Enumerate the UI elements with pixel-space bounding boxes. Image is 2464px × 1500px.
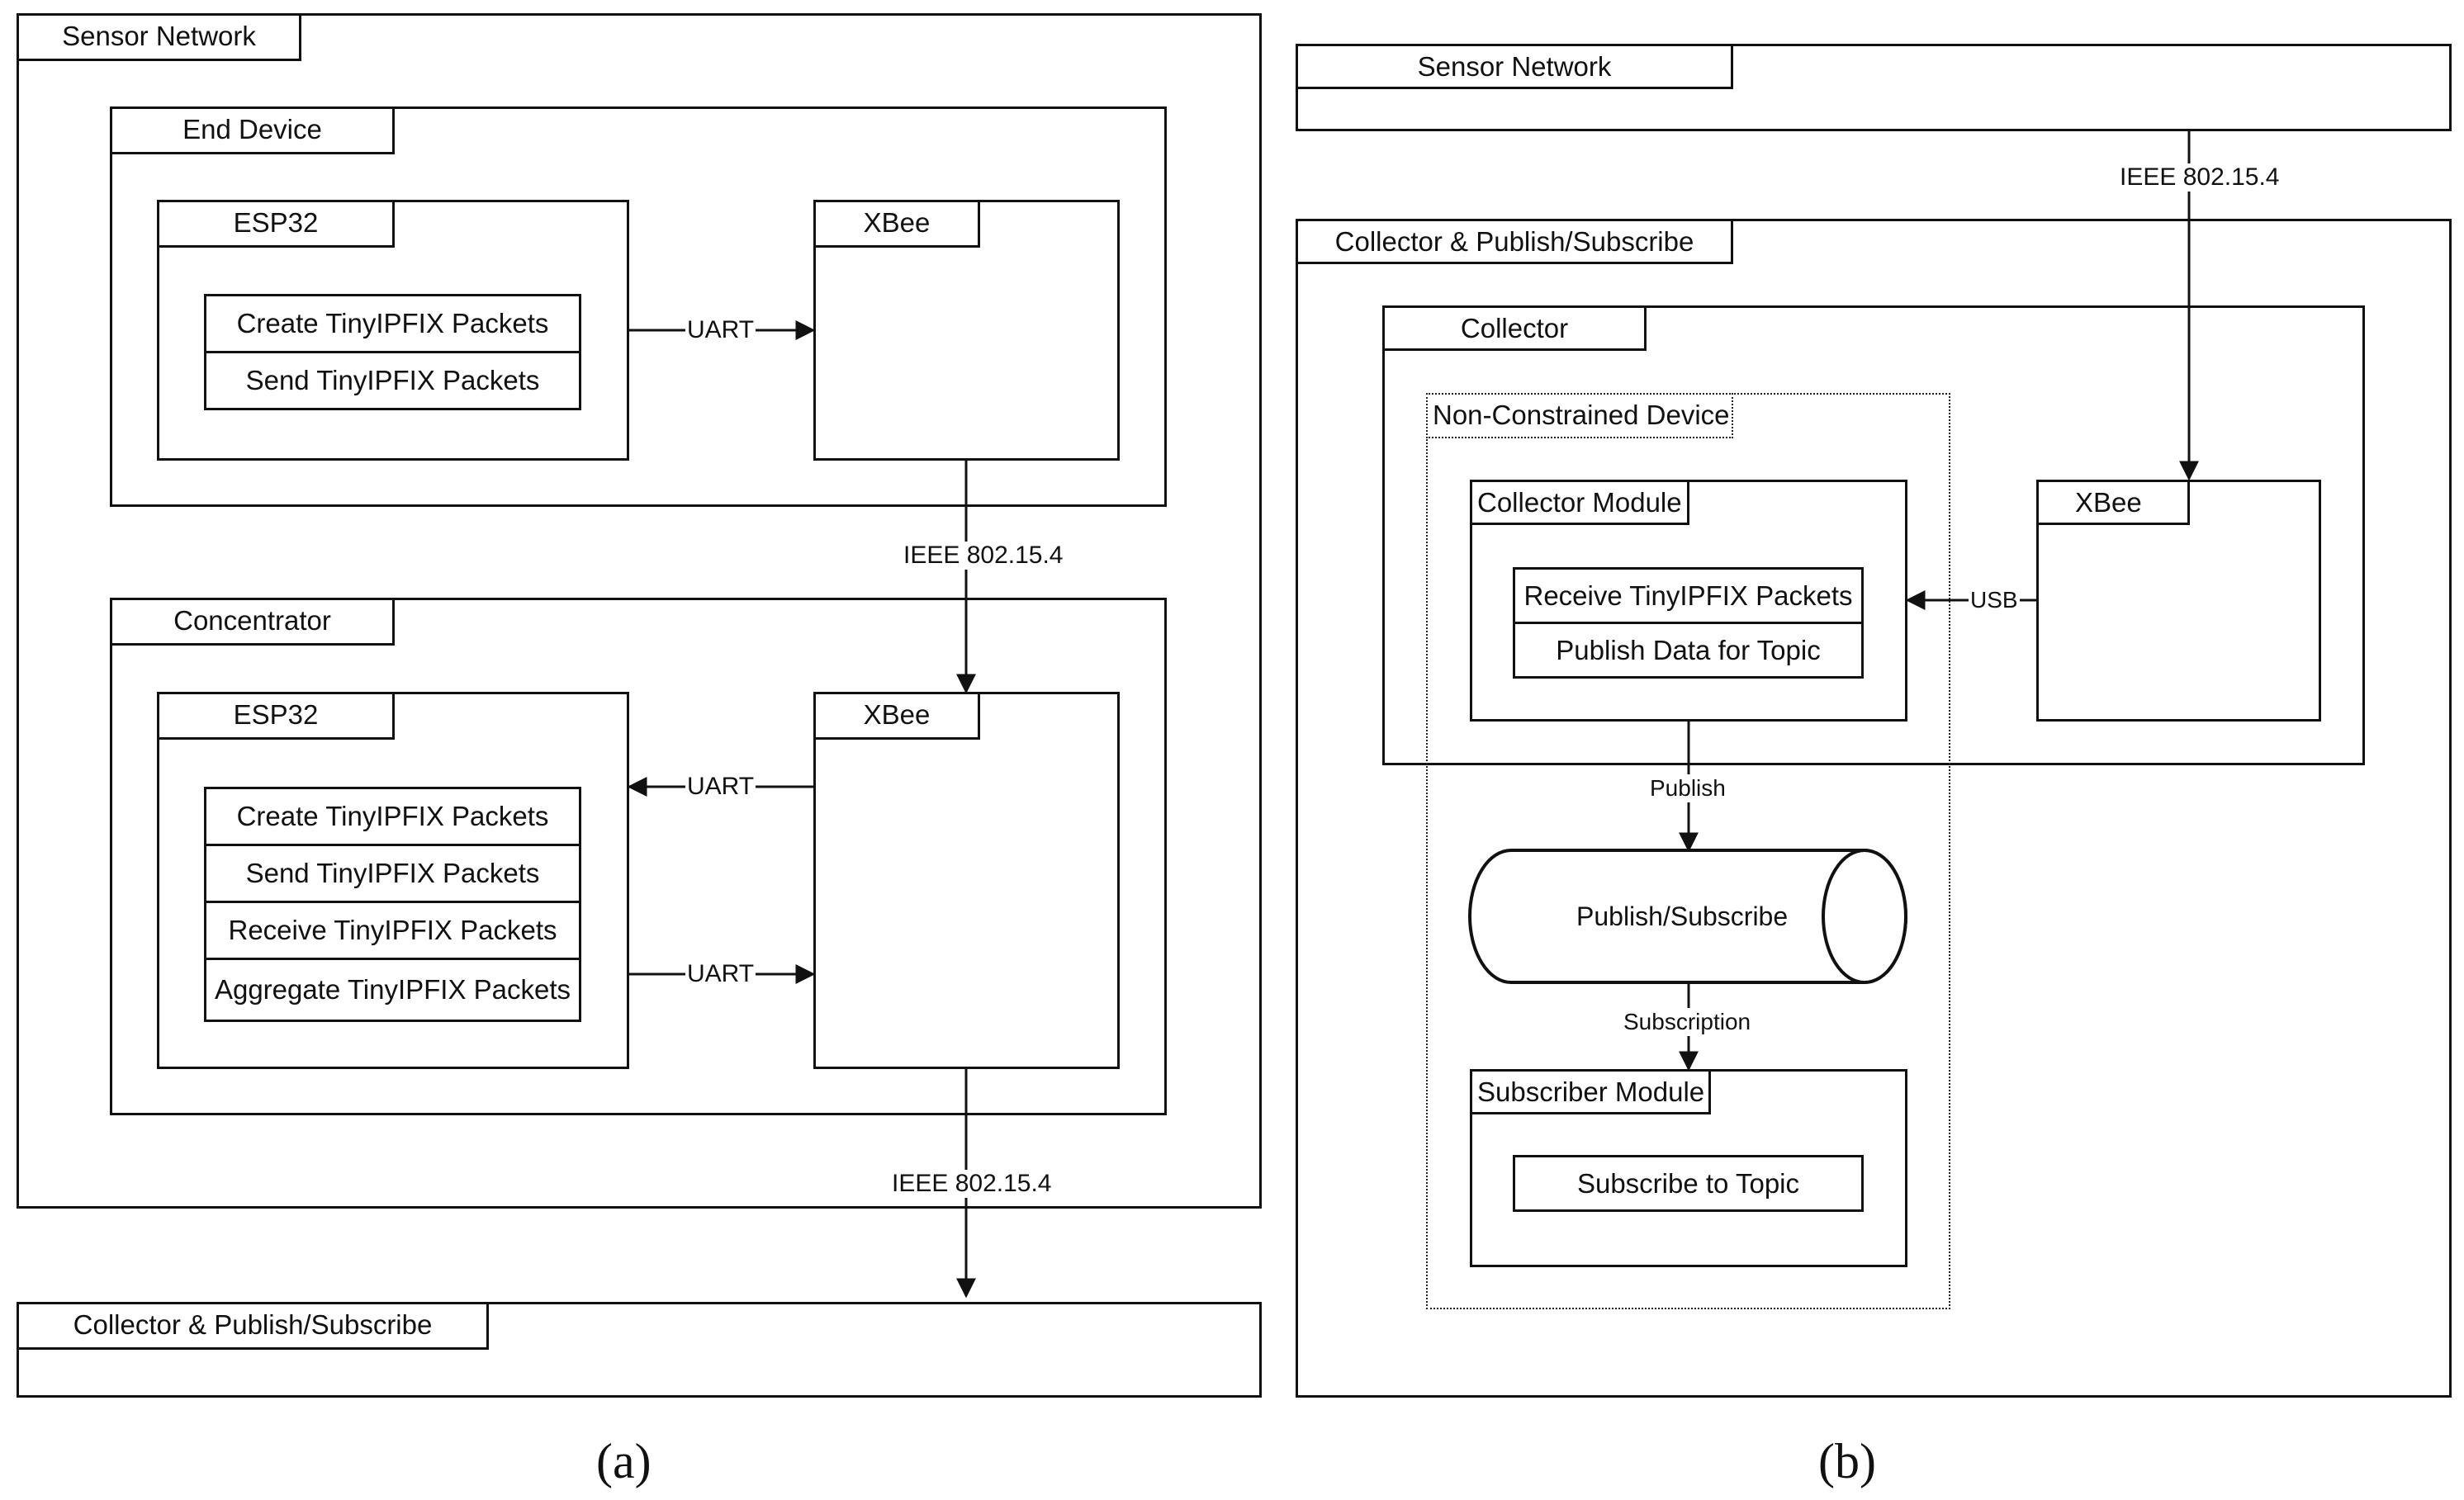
op-send-packets-end: Send TinyIPFIX Packets [204,351,581,410]
collector-module-title: Collector Module [1470,480,1689,525]
op-send-packets-conc: Send TinyIPFIX Packets [204,844,581,903]
collector-pubsub-b: Collector & Publish/Subscribe [1296,219,2452,1398]
end-device-xbee: XBee [813,200,1120,461]
concentrator-xbee: XBee [813,692,1120,1069]
caption-a: (a) [596,1434,652,1488]
concentrator-esp32-title: ESP32 [157,692,395,740]
collector-xbee-title: XBee [2036,480,2190,525]
pubsub-cylinder [1468,849,1907,984]
subscriber-module: Subscriber Module [1470,1069,1907,1267]
concentrator-esp32: ESP32 [157,692,629,1069]
end-device-esp32-title: ESP32 [157,200,395,248]
collector-pubsub-b-title: Collector & Publish/Subscribe [1296,219,1733,264]
end-device-title: End Device [110,106,395,154]
end-device: End Device [110,106,1167,507]
concentrator-title: Concentrator [110,598,395,646]
op-subscribe-topic: Subscribe to Topic [1513,1155,1864,1212]
usb-label: USB [1969,586,2020,614]
pubsub-cylinder-label: Publish/Subscribe [1576,901,1789,931]
concentrator: Concentrator [110,598,1167,1115]
non-constrained-device-title: Non-Constrained Device [1426,393,1733,438]
subscriber-module-title: Subscriber Module [1470,1069,1711,1114]
publish-label: Publish [1648,774,1727,802]
sensor-network-a: Sensor Network [17,13,1262,1209]
uart-label-conc-in: UART [685,773,756,801]
collector-title: Collector [1382,305,1647,351]
ieee-label-a2: IEEE 802.15.4 [890,1170,1054,1198]
op-create-packets-conc: Create TinyIPFIX Packets [204,787,581,846]
uart-label-end-device: UART [685,316,756,344]
op-create-packets-end: Create TinyIPFIX Packets [204,294,581,353]
concentrator-xbee-title: XBee [813,692,980,740]
pubsub-cylinder-end [1822,849,1907,984]
end-device-xbee-title: XBee [813,200,980,248]
caption-b: (b) [1818,1434,1876,1488]
collector-pubsub-a-title: Collector & Publish/Subscribe [17,1302,489,1350]
uart-label-conc-out: UART [685,960,756,988]
sensor-network-a-title: Sensor Network [17,13,301,61]
op-publish-data: Publish Data for Topic [1513,622,1864,679]
collector-module: Collector Module [1470,480,1907,722]
ieee-label-b: IEEE 802.15.4 [2118,163,2282,192]
sensor-network-b-title: Sensor Network [1296,44,1733,89]
collector: Collector [1382,305,2365,765]
non-constrained-device: Non-Constrained Device [1426,393,1950,1309]
op-receive-packets-b: Receive TinyIPFIX Packets [1513,567,1864,624]
end-device-esp32: ESP32 [157,200,629,461]
collector-pubsub-a: Collector & Publish/Subscribe [17,1302,1262,1398]
op-receive-packets-conc: Receive TinyIPFIX Packets [204,901,581,960]
subscription-label: Subscription [1622,1008,1753,1036]
collector-xbee: XBee [2036,480,2321,722]
op-aggregate-packets-conc: Aggregate TinyIPFIX Packets [204,958,581,1022]
ieee-label-a1: IEEE 802.15.4 [902,542,1065,570]
sensor-network-b: Sensor Network [1296,44,2452,131]
